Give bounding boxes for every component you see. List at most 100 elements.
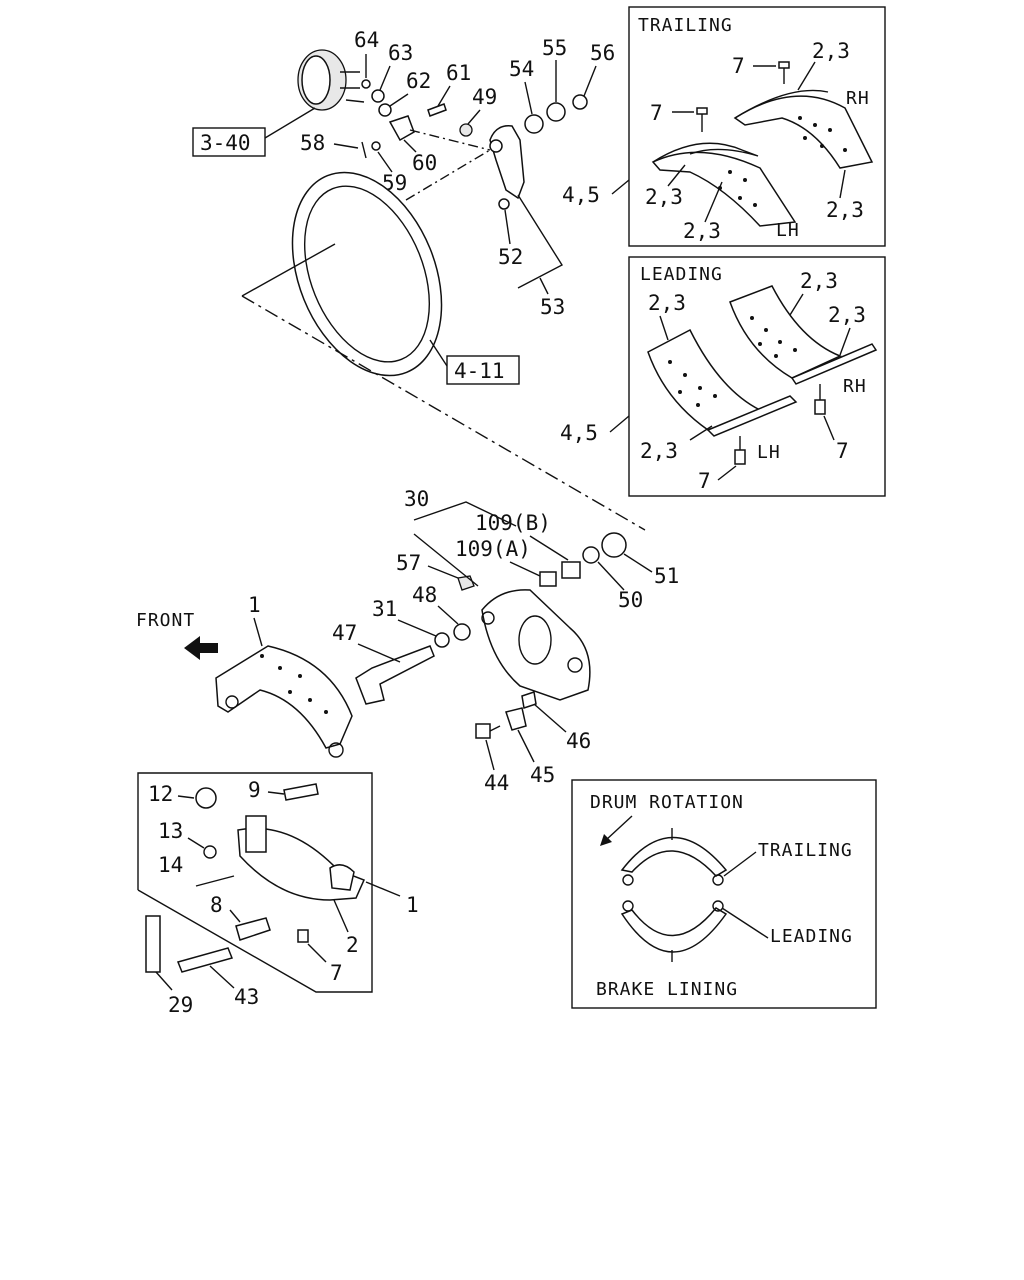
chamber-assembly: 3-40 64 63 62 61 49 54 55 56 58 (192, 28, 615, 319)
brake-lining-label: BRAKE LINING (596, 979, 738, 1000)
trailing-lh-label: LH (776, 220, 800, 241)
callout-l23a: 2,3 (648, 291, 686, 315)
callout-t23a: 2,3 (812, 39, 850, 63)
callout-7: 7 (330, 961, 343, 985)
callout-63: 63 (388, 41, 413, 65)
callout-t45: 4,5 (562, 183, 600, 207)
rotation-arrow-line (605, 815, 633, 841)
callout-45: 45 (530, 763, 555, 787)
callout-43: 43 (234, 985, 259, 1009)
ring-31 (434, 632, 450, 648)
callout-44: 44 (484, 771, 509, 795)
callout-50: 50 (618, 588, 643, 612)
callout-60: 60 (412, 151, 437, 175)
camshaft-assembly: 30 109(B) 109(A) 57 51 50 31 48 47 46 44… (332, 487, 679, 795)
callout-29: 29 (168, 993, 193, 1017)
trailing-rivet-rh (778, 61, 790, 69)
callout-30: 30 (404, 487, 429, 511)
callout-49: 49 (472, 85, 497, 109)
callout-54: 54 (509, 57, 534, 81)
leading-rh-shoe (729, 285, 842, 379)
callout-t7b: 7 (650, 101, 663, 125)
callout-l23d: 2,3 (640, 439, 678, 463)
callout-t23b: 2,3 (645, 185, 683, 209)
pin-14 (195, 875, 235, 887)
callout-l23b: 2,3 (800, 269, 838, 293)
part-62 (378, 103, 392, 117)
bushing-109a (539, 571, 557, 587)
part-64 (361, 79, 371, 89)
plate-46 (521, 691, 537, 709)
leading-rivet-lh (734, 449, 746, 465)
callout-l23c: 2,3 (828, 303, 866, 327)
callout-9: 9 (248, 778, 261, 802)
callout-109b: 109(B) (475, 511, 551, 535)
leading-title: LEADING (640, 264, 723, 285)
callout-13: 13 (158, 819, 183, 843)
leading-rivet-rh (814, 399, 826, 415)
leading-lining (620, 907, 728, 953)
camshaft-47 (355, 645, 435, 705)
leading-rh-label: RH (843, 376, 867, 397)
ref-4-11-box (446, 355, 520, 385)
callout-t7: 7 (732, 54, 745, 78)
callout-58: 58 (300, 131, 325, 155)
ref-3-40: 3-40 (200, 131, 251, 155)
part-49 (459, 123, 473, 137)
callout-l45: 4,5 (560, 421, 598, 445)
rotation-arrow-icon (600, 834, 612, 846)
part-60 (388, 115, 415, 142)
callout-14: 14 (158, 853, 183, 877)
callout-52: 52 (498, 245, 523, 269)
front-arrow-icon (184, 636, 218, 660)
callout-57: 57 (396, 551, 421, 575)
bushing-8 (235, 917, 271, 941)
callout-47: 47 (332, 621, 357, 645)
callout-l7b: 7 (698, 469, 711, 493)
callout-t23d: 2,3 (826, 198, 864, 222)
leading-panel: LEADING 2,3 2,3 2,3 RH 7 2,3 LH 7 4,5 (560, 256, 886, 497)
trailing-rh-label: RH (846, 88, 870, 109)
callout-31: 31 (372, 597, 397, 621)
part-52 (498, 198, 510, 210)
washer-48 (453, 623, 471, 641)
seal-51 (601, 532, 627, 558)
bolt-44 (475, 723, 491, 739)
ref-4-11: 4-11 (454, 359, 505, 383)
trailing-title: TRAILING (638, 15, 733, 36)
dust-shield-ring (291, 171, 443, 377)
seal-50 (582, 546, 600, 564)
part-56 (572, 94, 588, 110)
callout-8: 8 (210, 893, 223, 917)
callout-55: 55 (542, 36, 567, 60)
part-54 (524, 114, 544, 134)
trailing-rh-shoe (733, 95, 874, 169)
spring-29 (145, 915, 161, 973)
callout-12: 12 (148, 782, 173, 806)
trailing-lining (620, 836, 728, 877)
callout-48: 48 (412, 583, 437, 607)
part-59 (371, 141, 381, 151)
part-61 (427, 103, 447, 117)
callout-62: 62 (406, 69, 431, 93)
callout-2: 2 (346, 933, 359, 957)
rotation-leading-label: LEADING (770, 926, 853, 947)
bushing-109b (561, 561, 581, 579)
pin-9 (283, 783, 319, 801)
callout-61: 61 (446, 61, 471, 85)
part-58 (361, 141, 367, 159)
leading-lh-label: LH (757, 442, 781, 463)
callout-109a: 109(A) (455, 537, 531, 561)
roller-12 (195, 787, 217, 809)
dust-shield: 4-11 (241, 171, 646, 531)
callout-56: 56 (590, 41, 615, 65)
callout-51: 51 (654, 564, 679, 588)
ref-3-40-box (192, 127, 266, 157)
front-label: FRONT (136, 610, 195, 631)
brake-shoe-1: 1 (215, 593, 353, 758)
part-55 (546, 102, 566, 122)
callout-l7a: 7 (836, 439, 849, 463)
callout-46: 46 (566, 729, 591, 753)
brake-shoe-upper (215, 645, 353, 749)
pin-43 (176, 947, 234, 973)
